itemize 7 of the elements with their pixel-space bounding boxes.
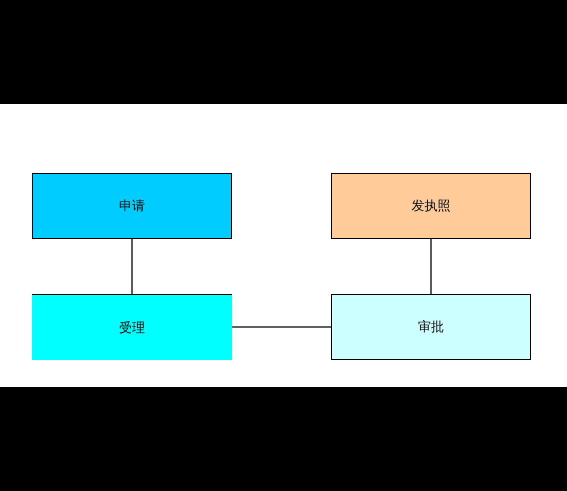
process-box: 受理 (32, 294, 232, 360)
connector-line (430, 239, 432, 294)
process-box: 申请 (32, 173, 232, 239)
process-box: 发执照 (331, 173, 531, 239)
connector-line (131, 239, 133, 294)
process-box: 审批 (331, 294, 531, 360)
connector-line (232, 326, 331, 328)
